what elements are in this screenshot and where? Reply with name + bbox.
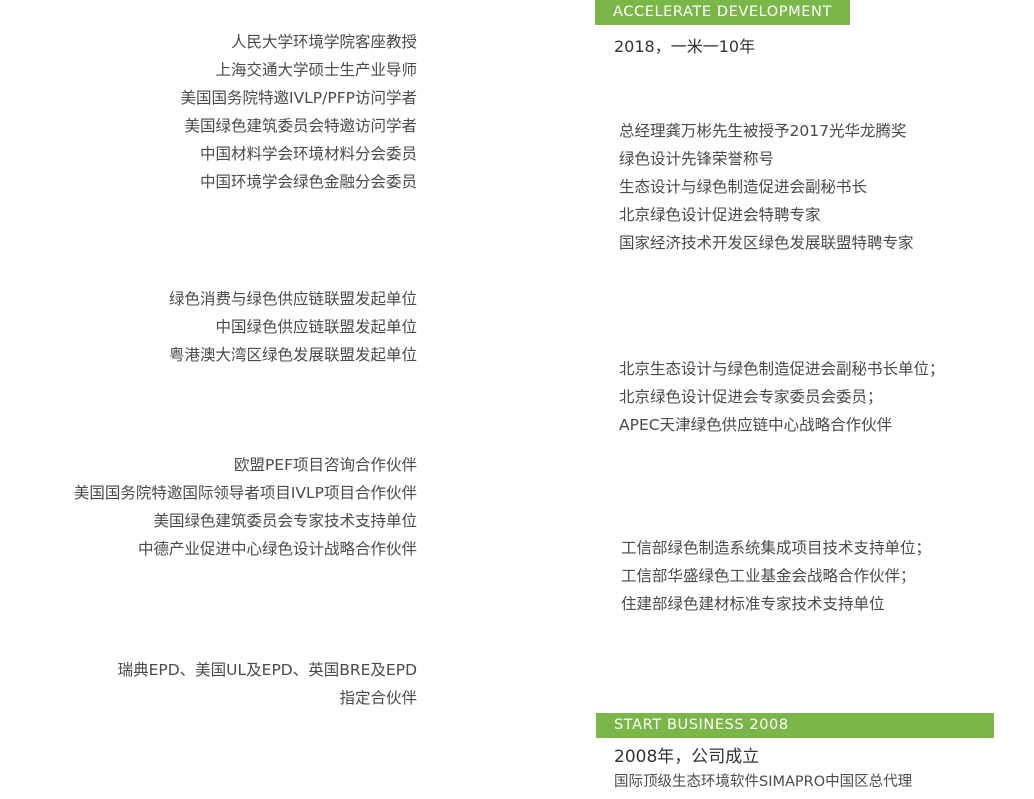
list-item: 美国绿色建筑委员会特邀访问学者 (184, 117, 417, 135)
list-item: 人民大学环境学院客座教授 (230, 33, 417, 51)
list-item: 中国材料学会环境材料分会委员 (199, 145, 417, 163)
right-group-beijing: 北京生态设计与绿色制造促进会副秘书长单位； 北京绿色设计促进会专家委员会委员； … (619, 355, 945, 439)
list-item: 北京绿色设计促进会专家委员会委员； (619, 388, 883, 406)
simapro-agent-text: 国际顶级生态环境软件SIMAPRO中国区总代理 (614, 774, 913, 790)
list-item: 北京绿色设计促进会特聘专家 (619, 206, 821, 224)
left-group-partners: 欧盟PEF项目咨询合作伙伴 美国国务院特邀国际领导者项目IVLP项目合作伙伴 美… (74, 451, 417, 563)
right-group-ministry: 工信部绿色制造系统集成项目技术支持单位； 工信部华盛绿色工业基金会战略合作伙伴；… (621, 534, 931, 618)
list-item: 生态设计与绿色制造促进会副秘书长 (619, 178, 868, 196)
list-item: 工信部华盛绿色工业基金会战略合作伙伴； (621, 567, 916, 585)
list-item: 上海交通大学硕士生产业导师 (215, 61, 417, 79)
list-item: 指定合伙伴 (339, 689, 417, 707)
list-item: 国家经济技术开发区绿色发展联盟特聘专家 (619, 234, 914, 252)
year-2018-heading: 2018，一米一10年 (614, 37, 756, 56)
band-label: ACCELERATE DEVELOPMENT (613, 4, 832, 20)
band-label: START BUSINESS 2008 (614, 717, 789, 733)
list-item: 住建部绿色建材标准专家技术支持单位 (621, 595, 885, 613)
list-item: 中国绿色供应链联盟发起单位 (215, 318, 417, 336)
list-item: APEC天津绿色供应链中心战略合作伙伴 (619, 416, 893, 434)
list-item: 瑞典EPD、美国UL及EPD、英国BRE及EPD (117, 661, 417, 679)
list-item: 绿色消费与绿色供应链联盟发起单位 (168, 290, 417, 308)
list-item: 绿色设计先锋荣誉称号 (619, 150, 775, 168)
right-group-awards: 总经理龚万彬先生被授予2017光华龙腾奖 绿色设计先锋荣誉称号 生态设计与绿色制… (619, 117, 914, 257)
list-item: 中国环境学会绿色金融分会委员 (199, 173, 417, 191)
start-business-band: START BUSINESS 2008 (596, 713, 994, 738)
list-item: 美国国务院特邀IVLP/PFP访问学者 (180, 89, 418, 107)
list-item: 美国国务院特邀国际领导者项目IVLP项目合作伙伴 (73, 484, 417, 502)
list-item: 工信部绿色制造系统集成项目技术支持单位； (621, 539, 932, 557)
list-item: 欧盟PEF项目咨询合作伙伴 (233, 456, 417, 474)
list-item: 粤港澳大湾区绿色发展联盟发起单位 (168, 346, 417, 364)
list-item: 中德产业促进中心绿色设计战略合作伙伴 (137, 540, 417, 558)
accelerate-development-band: ACCELERATE DEVELOPMENT (595, 0, 850, 25)
left-group-honors: 人民大学环境学院客座教授 上海交通大学硕士生产业导师 美国国务院特邀IVLP/P… (181, 28, 418, 196)
left-group-alliances: 绿色消费与绿色供应链联盟发起单位 中国绿色供应链联盟发起单位 粤港澳大湾区绿色发… (169, 285, 417, 369)
left-group-epd: 瑞典EPD、美国UL及EPD、英国BRE及EPD 指定合伙伴 (118, 656, 417, 712)
year-2008-heading: 2008年，公司成立 (614, 747, 760, 767)
list-item: 北京生态设计与绿色制造促进会副秘书长单位； (619, 360, 945, 378)
list-item: 美国绿色建筑委员会专家技术支持单位 (153, 512, 417, 530)
list-item: 总经理龚万彬先生被授予2017光华龙腾奖 (619, 122, 907, 140)
